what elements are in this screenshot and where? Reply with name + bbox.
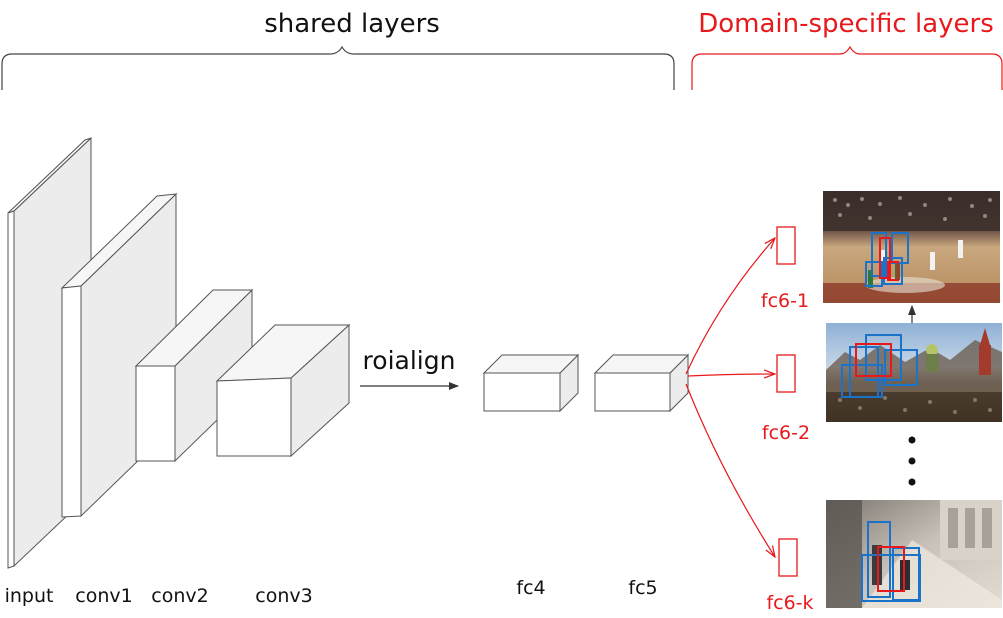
frame-basketball-image [823,191,1000,303]
fc6-k-label: fc6-k [766,592,813,614]
conv3-label: conv3 [255,585,312,607]
fc5-label: fc5 [628,577,657,599]
fc6-2-box [776,354,796,393]
conv2-block [134,288,254,463]
branch-arrow-fc6-k [685,383,775,557]
ellipsis-dot-1 [908,436,916,444]
domain-specific-brace [691,45,1003,90]
fc6-1-label: fc6-1 [761,290,809,312]
conv3-block [215,323,351,458]
conv1-label: conv1 [75,585,132,607]
branch-arrow-fc6-2 [687,374,775,376]
frame-corridor-image [826,500,1002,608]
frame-plaza-image [826,323,1002,422]
fc6-2-label: fc6-2 [762,422,810,444]
conv2-label: conv2 [151,585,208,607]
fc5-block [593,353,690,413]
ellipsis-dot-3 [908,478,916,486]
input-label: input [5,585,54,607]
ellipsis-dot-2 [908,457,916,465]
fc6-k-box [778,538,798,577]
fc4-label: fc4 [516,577,545,599]
fc6-1-box [776,226,796,265]
shared-layers-brace [1,45,675,90]
fc4-block [482,353,580,413]
roialign-label: roialign [363,346,456,375]
domain-specific-title: Domain-specific layers [698,9,994,39]
branch-arrow-fc6-1 [685,238,775,375]
shared-layers-title: shared layers [264,9,440,39]
